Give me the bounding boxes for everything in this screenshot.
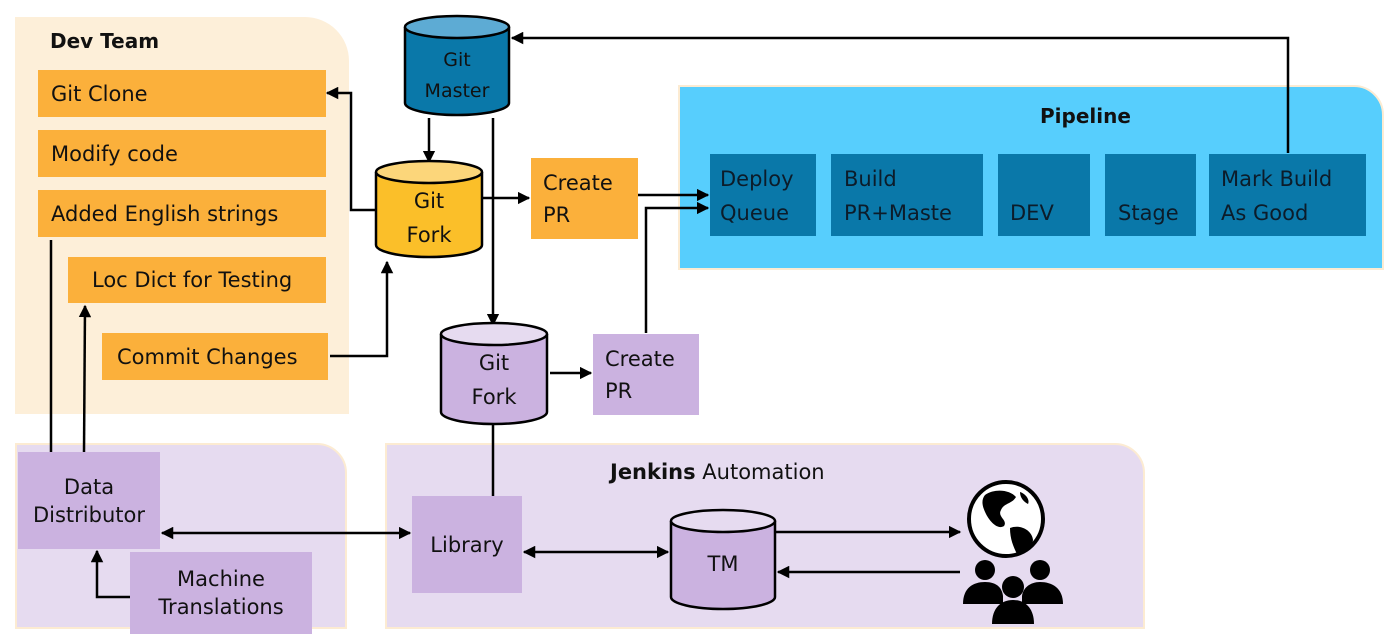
git-fork-label: Fork (407, 223, 453, 247)
jenkins-title-rest: Automation (695, 460, 825, 484)
step-label: Modify code (51, 141, 178, 166)
stage-dev[interactable]: DEV (998, 154, 1090, 236)
machine-translations-label: Machine (177, 567, 265, 591)
stage-label: As Good (1221, 201, 1309, 225)
step-modify-code[interactable]: Modify code (38, 130, 326, 177)
jenkins-title-bold: Jenkins (610, 460, 696, 484)
git-master-cylinder[interactable]: Git Master (403, 14, 511, 117)
git-fork-orange-cylinder[interactable]: Git Fork (374, 159, 484, 259)
step-label: Git Clone (51, 81, 148, 106)
data-distributor-box[interactable]: Data Distributor (18, 452, 160, 549)
create-pr-label: PR (605, 378, 633, 403)
machine-translations-box[interactable]: Machine Translations (130, 552, 312, 634)
stage-label (1010, 162, 1080, 196)
pipeline-title: Pipeline (1040, 104, 1131, 128)
create-pr-orange[interactable]: Create PR (531, 158, 638, 239)
stage-build[interactable]: Build PR+Maste (831, 154, 983, 236)
git-master-label: Git (443, 49, 470, 71)
step-git-clone[interactable]: Git Clone (38, 70, 326, 117)
dev-team-title: Dev Team (50, 29, 160, 53)
create-pr-purple[interactable]: Create PR (593, 334, 699, 415)
step-commit-changes[interactable]: Commit Changes (102, 333, 328, 380)
create-pr-label: Create (543, 170, 613, 195)
git-fork-label: Git (414, 189, 444, 213)
stage-mark-build-good[interactable]: Mark Build As Good (1209, 154, 1366, 236)
stage-label: Mark Build (1221, 167, 1333, 191)
library-box[interactable]: Library (412, 496, 522, 593)
stage-label: Build (844, 167, 897, 191)
jenkins-title: Jenkins Automation (610, 460, 825, 484)
stage-stage[interactable]: Stage (1105, 154, 1196, 236)
stage-label: Queue (720, 201, 789, 225)
stage-label: Deploy (720, 167, 794, 191)
stage-label: Stage (1118, 201, 1179, 225)
create-pr-label: Create (605, 346, 675, 371)
library-label: Library (430, 532, 504, 557)
machine-translations-label: Translations (158, 595, 284, 619)
step-label: Commit Changes (117, 344, 298, 369)
data-distributor-label: Distributor (32, 502, 145, 527)
stage-label: PR+Maste (844, 201, 952, 225)
step-added-english-strings[interactable]: Added English strings (38, 190, 326, 237)
stage-label (1118, 162, 1186, 196)
step-loc-dict[interactable]: Loc Dict for Testing (68, 257, 326, 303)
git-fork-purple-cylinder[interactable]: Git Fork (439, 321, 549, 426)
stage-label: DEV (1010, 201, 1054, 225)
git-fork-label: Git (479, 351, 509, 375)
data-distributor-label: Data (63, 474, 115, 499)
create-pr-label: PR (543, 202, 571, 227)
step-label: Added English strings (51, 201, 279, 226)
stage-deploy-queue[interactable]: Deploy Queue (710, 154, 816, 236)
git-master-label: Master (425, 80, 490, 102)
step-label: Loc Dict for Testing (92, 268, 293, 292)
git-fork-label: Fork (472, 385, 518, 409)
